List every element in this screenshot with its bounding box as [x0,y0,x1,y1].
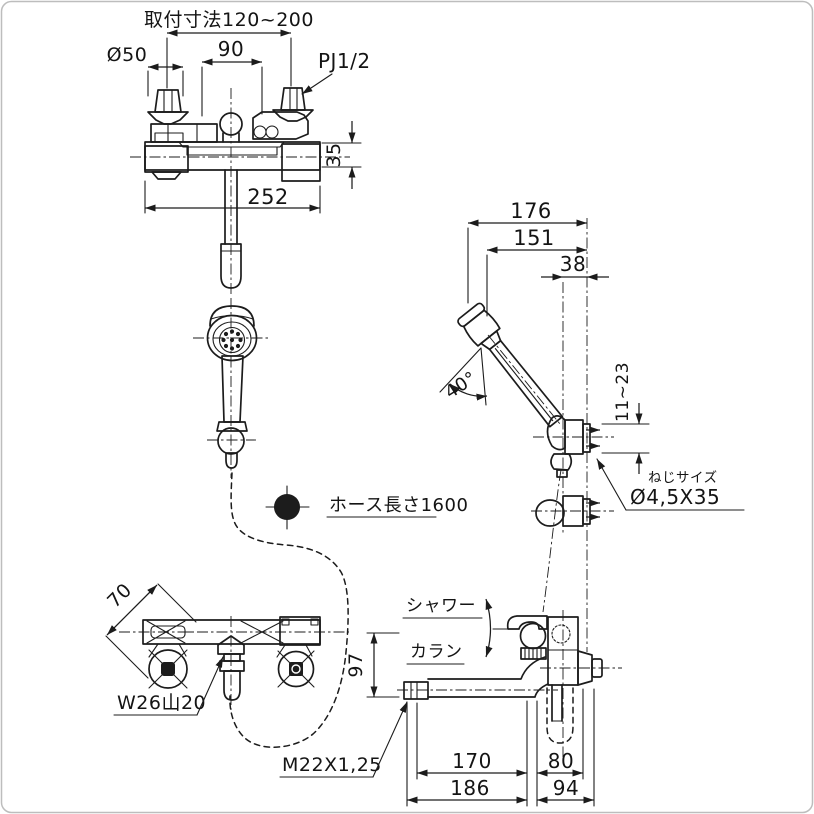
shower-grip [221,355,244,423]
outlet-pipe-end [220,243,242,289]
right-handle-top [279,616,321,646]
hose-outlet [217,635,245,701]
center-dome [219,112,243,136]
shower-hose [229,472,349,748]
spout [403,656,549,700]
shower-outlet-down [546,684,574,744]
hose-ball-joint [217,427,245,455]
valve-body-side [547,616,603,686]
dim-wall-offset-b: 94 [553,776,579,800]
dim-reach-total: 176 [510,199,552,223]
dim-reach-head: 151 [513,226,555,250]
shower-head-face [206,314,258,362]
dim-flange-diameter: Ø50 [107,44,148,66]
left-union-nut [154,89,182,113]
dim-mounting-pitch: 取付寸法120~200 [144,9,314,31]
dim-head-angle: 40° [441,367,480,403]
dim-reach-spout: 170 [452,749,492,773]
right-union-arm [252,111,309,140]
diverter-knob [506,615,548,660]
shower-hanger [533,415,614,478]
hand-shower-front-view: ホース長さ1600 [193,298,468,748]
hook-lower-position [531,495,614,527]
lower-side-view: シャワー カラン 97 [279,596,622,807]
label-mode-shower: シャワー [406,596,476,616]
dim-adjust-range: 11~23 [613,362,633,422]
left-wall-flange [147,111,189,125]
label-hose-length: ホース長さ1600 [329,495,468,516]
dim-center-distance: 90 [218,37,244,61]
left-wall-flange-top [148,649,188,689]
dim-depth: 70 [103,579,136,612]
label-outlet-thread: W26山20 [117,692,206,714]
label-spout-thread: M22X1,25 [282,754,382,776]
upper-side-view: 176 151 38 40° [439,199,745,652]
dim-hook-offset: 38 [560,252,586,276]
hose-section-dot [274,494,300,520]
label-screw-size: Ø4,5X35 [630,485,720,509]
dim-reach-total-lower: 186 [450,776,490,800]
label-screw-caption: ねじサイズ [648,470,718,486]
dim-body-width: 252 [247,185,289,209]
right-union-nut [280,87,306,111]
right-handle [281,143,321,182]
dim-spout-drop: 97 [345,652,367,677]
right-wall-flange [272,109,314,122]
front-view: 取付寸法120~200 90 Ø50 PJ1/2 [107,9,371,295]
label-mode-faucet: カラン [410,642,463,662]
diverter-rotation-arc [485,598,493,658]
left-handle [144,145,189,173]
label-pipe-thread: PJ1/2 [318,49,371,73]
dim-wall-offset-a: 80 [548,749,574,773]
spray-holes [221,329,243,351]
tilted-hand-shower [457,302,564,428]
right-wall-flange-top [277,650,315,688]
shower-head-cap [209,305,255,327]
top-view: 70 W26山20 [103,579,349,716]
dim-body-height: 35 [323,142,345,167]
